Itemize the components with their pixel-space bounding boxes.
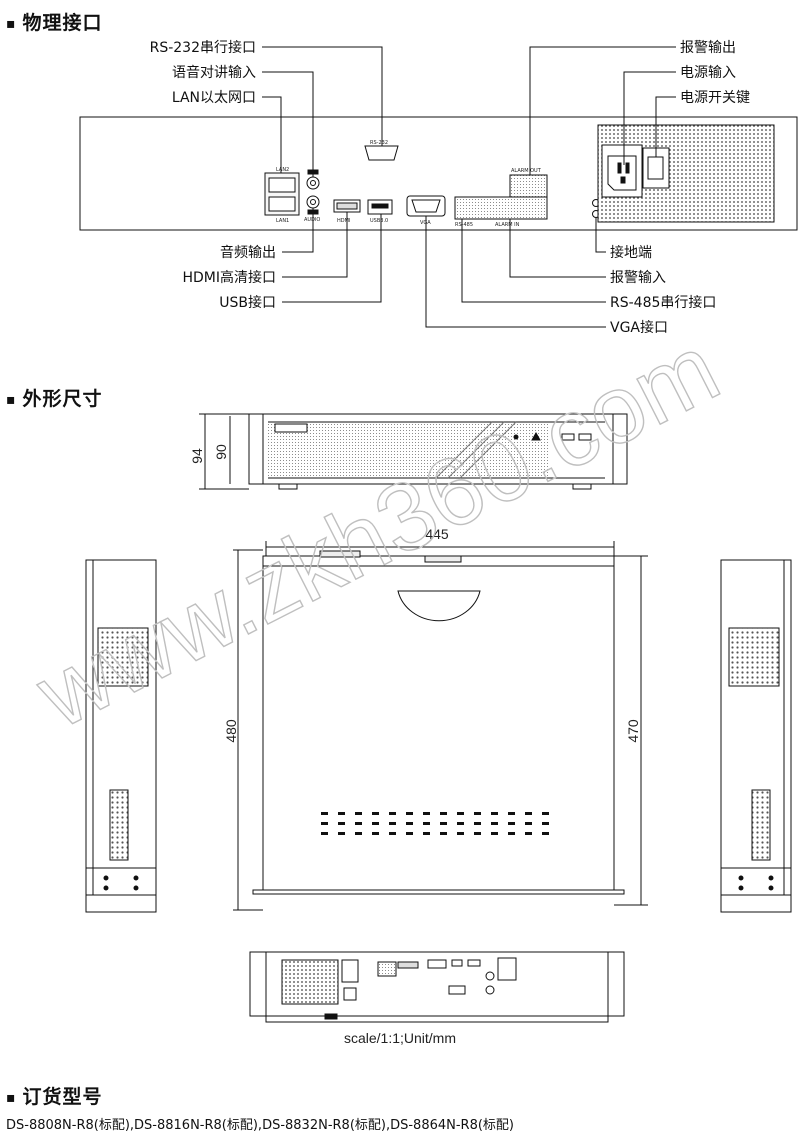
- callout-usb: USB接口: [219, 294, 276, 311]
- callout-power-switch: 电源开关键: [680, 90, 750, 106]
- side-view-left: [85, 559, 157, 913]
- top-view-vents: [321, 812, 549, 835]
- callout-labels-right: 报警输出 电源输入 电源开关键 接地端 报警输入 RS-485串行接口 VGA接…: [610, 40, 750, 336]
- port-label-lan2: LAN2: [276, 167, 289, 173]
- callout-power-in: 电源输入: [680, 65, 736, 81]
- callout-alarm-out: 报警输出: [680, 40, 736, 56]
- callout-hdmi: HDMI高清接口: [182, 269, 276, 286]
- rear-panel: [79, 116, 798, 231]
- port-label-alarm-out: ALARM OUT: [511, 168, 542, 174]
- dim-height-90: 90: [213, 444, 229, 460]
- callout-vga: VGA接口: [610, 319, 668, 336]
- side-view-right: [720, 559, 792, 913]
- top-view-dims: [233, 541, 648, 911]
- port-label-rs485: RS-485: [455, 222, 473, 228]
- callout-alarm-in: 报警输入: [610, 270, 666, 286]
- front-view: [248, 413, 628, 490]
- back-view: [249, 951, 625, 1023]
- callout-ground: 接地端: [610, 244, 652, 261]
- dim-depth-470: 470: [625, 719, 641, 743]
- section-title-dimensions: ▪外形尺寸: [6, 388, 103, 410]
- callout-rs485: RS-485串行接口: [610, 294, 716, 311]
- callout-audio-out: 音频输出: [220, 244, 276, 261]
- section-title-interfaces: ▪物理接口: [6, 12, 103, 34]
- panel-port-labels: RS-232 LAN2 LAN1 AUDIO HDMI USB3.0 VGA A…: [276, 140, 542, 228]
- dim-depth-480: 480: [223, 719, 239, 743]
- callout-lan: LAN以太网口: [172, 90, 256, 106]
- callout-audio-in: 语音对讲输入: [172, 64, 256, 81]
- port-label-alarm-in: ALARM IN: [495, 222, 520, 228]
- port-label-rs232: RS-232: [370, 140, 388, 146]
- model-list: DS-8808N-R8(标配),DS-8816N-R8(标配),DS-8832N…: [6, 1118, 514, 1133]
- port-label-audio: AUDIO: [304, 217, 320, 223]
- dim-height-94: 94: [189, 448, 205, 464]
- scale-note: scale/1:1;Unit/mm: [343, 1030, 457, 1046]
- port-label-lan1: LAN1: [276, 218, 289, 224]
- port-label-hdmi: HDMI: [337, 218, 350, 224]
- callout-rs232: RS-232串行接口: [150, 39, 256, 56]
- callout-lines: [262, 46, 676, 328]
- front-height-dims: [199, 413, 249, 490]
- dim-width-445: 445: [425, 526, 449, 542]
- section-title-ordering: ▪订货型号: [6, 1086, 103, 1108]
- port-label-usb: USB3.0: [370, 218, 388, 224]
- callout-labels-left: RS-232串行接口 语音对讲输入 LAN以太网口 音频输出 HDMI高清接口 …: [150, 39, 276, 311]
